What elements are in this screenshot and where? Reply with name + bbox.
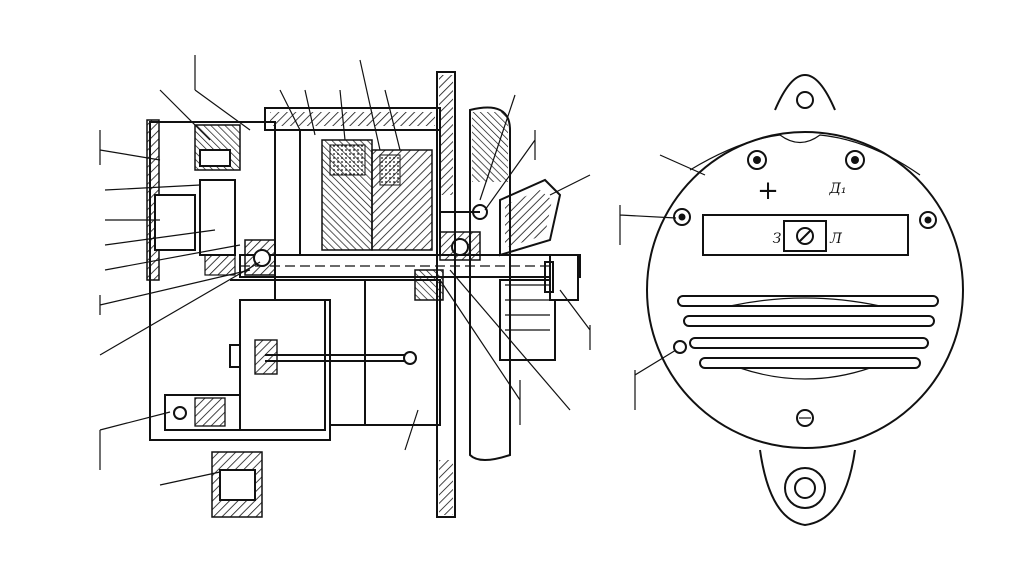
top-ear (774, 73, 836, 111)
terminal-plus-label: + (757, 176, 779, 206)
cover-screws (673, 150, 937, 427)
diode (414, 269, 444, 301)
switch-knob (796, 227, 814, 245)
bottom-ear (759, 449, 856, 527)
mounting-bolt (164, 394, 241, 431)
fan-disc (436, 71, 456, 518)
bottom-ear-hole (784, 467, 826, 509)
regulator-block (154, 194, 196, 251)
top-ear-hole (796, 91, 814, 109)
switch-plate (702, 214, 909, 256)
vent-slots (677, 295, 939, 380)
slip-ring-area (199, 179, 236, 256)
switch-label-right: Л (829, 231, 842, 247)
switch-window (783, 220, 827, 252)
end-view: + Д₁ З Л (619, 73, 964, 527)
side-section-view (99, 55, 591, 518)
end-cover (646, 131, 964, 449)
switch-label-left: З (773, 231, 782, 247)
rear-bearing-ball (253, 249, 271, 267)
pulley-hub (499, 178, 562, 257)
terminal-d1-label: Д₁ (829, 181, 847, 197)
leader-lines (99, 55, 591, 486)
upper-plate (689, 134, 921, 176)
shaft-nut (549, 254, 579, 301)
pulley-rim (469, 106, 511, 461)
